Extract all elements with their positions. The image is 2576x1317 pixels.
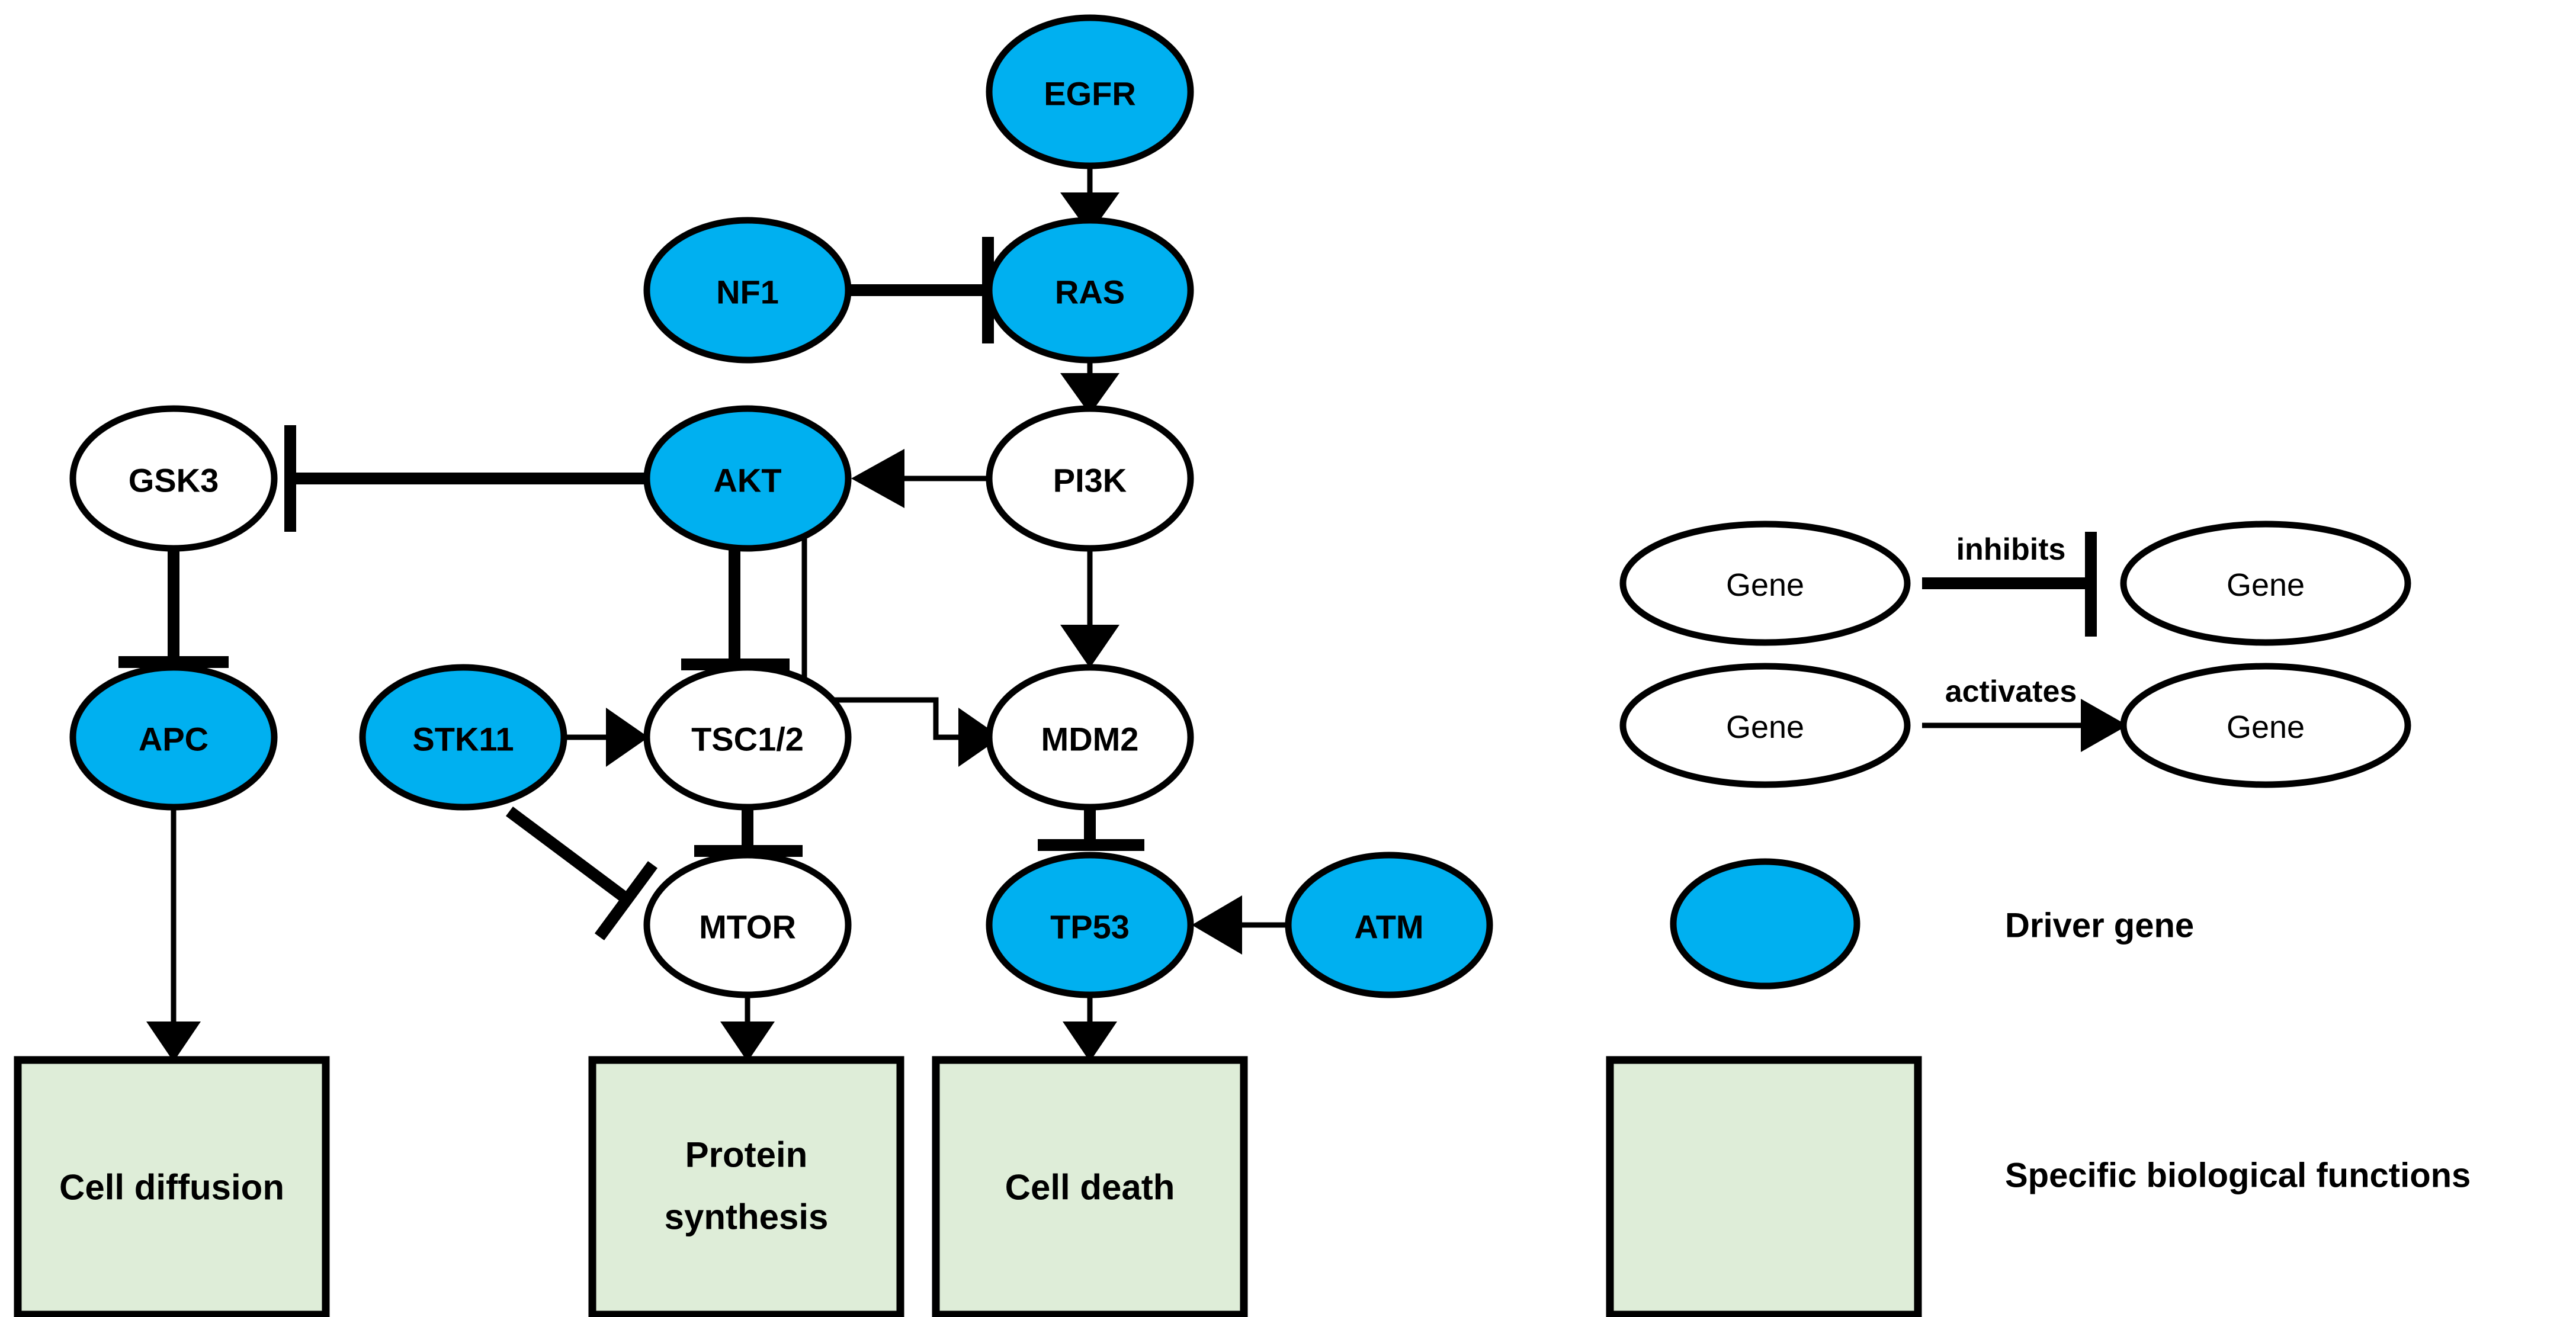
edge-tsc12-inhibits-mtor (694, 807, 803, 857)
edge-stk11-to-tsc12 (564, 708, 649, 767)
node-label: MDM2 (1041, 721, 1139, 758)
legend-row-inhibits: Gene inhibits Gene (1619, 521, 2411, 646)
legend-gene-label-right: Gene (2227, 709, 2305, 745)
node-shape (986, 217, 1194, 364)
node-label: APC (139, 721, 208, 758)
node-label: GSK3 (129, 462, 219, 499)
function-box-label: Cell diffusion (59, 1168, 284, 1207)
node-label: RAS (1055, 274, 1125, 311)
function-box-rect (588, 1056, 904, 1317)
legend-function-box-caption: Specific biological functions (2005, 1157, 2471, 1195)
node-shape (643, 664, 852, 811)
node-label: STK11 (412, 721, 514, 758)
node-egfr[interactable]: EGFR (986, 14, 1194, 169)
legend-driver-gene-caption: Driver gene (2005, 907, 2194, 945)
function-box-protein-synthesis[interactable]: Protein synthesis (588, 1056, 904, 1317)
node-mtor[interactable]: MTOR (643, 852, 852, 998)
edge-stk11-inhibits-mtor (506, 806, 658, 940)
legend-gene-ellipse-left (1619, 521, 1911, 646)
node-label: TP53 (1050, 908, 1130, 946)
node-pi3k[interactable]: PI3K (986, 405, 1194, 552)
node-label: EGFR (1044, 75, 1136, 113)
legend-gene-ellipse-right (2120, 663, 2411, 788)
node-label: NF1 (716, 274, 779, 311)
edge-tp53-to-cell-death (1063, 995, 1117, 1062)
node-tp53[interactable]: TP53 (986, 852, 1194, 998)
node-akt[interactable]: AKT (643, 405, 852, 552)
node-shape (359, 664, 567, 811)
node-shape (986, 14, 1194, 169)
node-label: ATM (1354, 908, 1423, 946)
legend-activate-arrowhead (2081, 699, 2128, 752)
node-mdm2[interactable]: MDM2 (986, 664, 1194, 811)
function-box-rect (932, 1056, 1248, 1317)
legend-gene-label-right: Gene (2227, 567, 2305, 603)
legend-function-box-rect (1606, 1056, 1922, 1317)
node-ras[interactable]: RAS (986, 217, 1194, 364)
node-shape (986, 852, 1194, 998)
edge-atm-to-tp53 (1192, 895, 1288, 955)
legend-row-driver-gene: Driver gene (1670, 858, 2194, 990)
node-shape (69, 664, 278, 811)
node-gsk3[interactable]: GSK3 (69, 405, 278, 552)
node-shape (986, 664, 1194, 811)
function-box-label-line2: synthesis (665, 1197, 829, 1237)
node-stk11[interactable]: STK11 (359, 664, 567, 811)
legend-gene-label-left: Gene (1726, 567, 1804, 603)
edge-akt-to-mdm2 (801, 533, 1001, 767)
edge-mtor-to-protein-synthesis (720, 995, 775, 1062)
function-box-rect (14, 1056, 330, 1317)
node-shape (1285, 852, 1493, 998)
legend-row-function-box: Specific biological functions (1606, 1056, 2471, 1317)
legend-gene-ellipse-left (1619, 663, 1911, 788)
node-label: AKT (713, 462, 781, 499)
node-shape (643, 405, 852, 552)
edge-nf1-inhibits-ras (848, 237, 994, 343)
function-box-label-line1: Protein (685, 1135, 808, 1175)
node-label: PI3K (1053, 462, 1127, 499)
node-apc[interactable]: APC (69, 664, 278, 811)
edge-mdm2-inhibits-tp53 (1038, 807, 1144, 851)
legend-driver-gene-ellipse (1670, 858, 1860, 990)
node-label: TSC1/2 (691, 721, 804, 758)
edge-egfr-to-ras (1060, 166, 1119, 234)
edge-pi3k-to-mdm2 (1060, 548, 1119, 668)
legend-row-activates: Gene activates Gene (1619, 663, 2411, 788)
node-shape (643, 852, 852, 998)
function-box-cell-death[interactable]: Cell death (932, 1056, 1248, 1317)
function-box-label: Cell death (1005, 1168, 1175, 1207)
legend-inhibits-label: inhibits (1956, 532, 2066, 567)
node-shape (986, 405, 1194, 552)
legend-gene-label-left: Gene (1726, 709, 1804, 745)
legend-gene-ellipse-right (2120, 521, 2411, 646)
node-shape (643, 217, 852, 364)
node-shape (69, 405, 278, 552)
edge-akt-inhibits-gsk3 (284, 425, 647, 532)
edge-akt-inhibits-tsc12 (681, 548, 790, 670)
function-box-cell-diffusion[interactable]: Cell diffusion (14, 1056, 330, 1317)
node-tsc12[interactable]: TSC1/2 (643, 664, 852, 811)
legend-activates-label: activates (1945, 674, 2077, 709)
edge-gsk3-inhibits-apc (118, 548, 229, 668)
node-label: MTOR (699, 908, 796, 946)
node-nf1[interactable]: NF1 (643, 217, 852, 364)
edge-pi3k-to-akt (851, 449, 989, 508)
edge-apc-to-cell-diffusion (146, 807, 201, 1062)
node-atm[interactable]: ATM (1285, 852, 1493, 998)
